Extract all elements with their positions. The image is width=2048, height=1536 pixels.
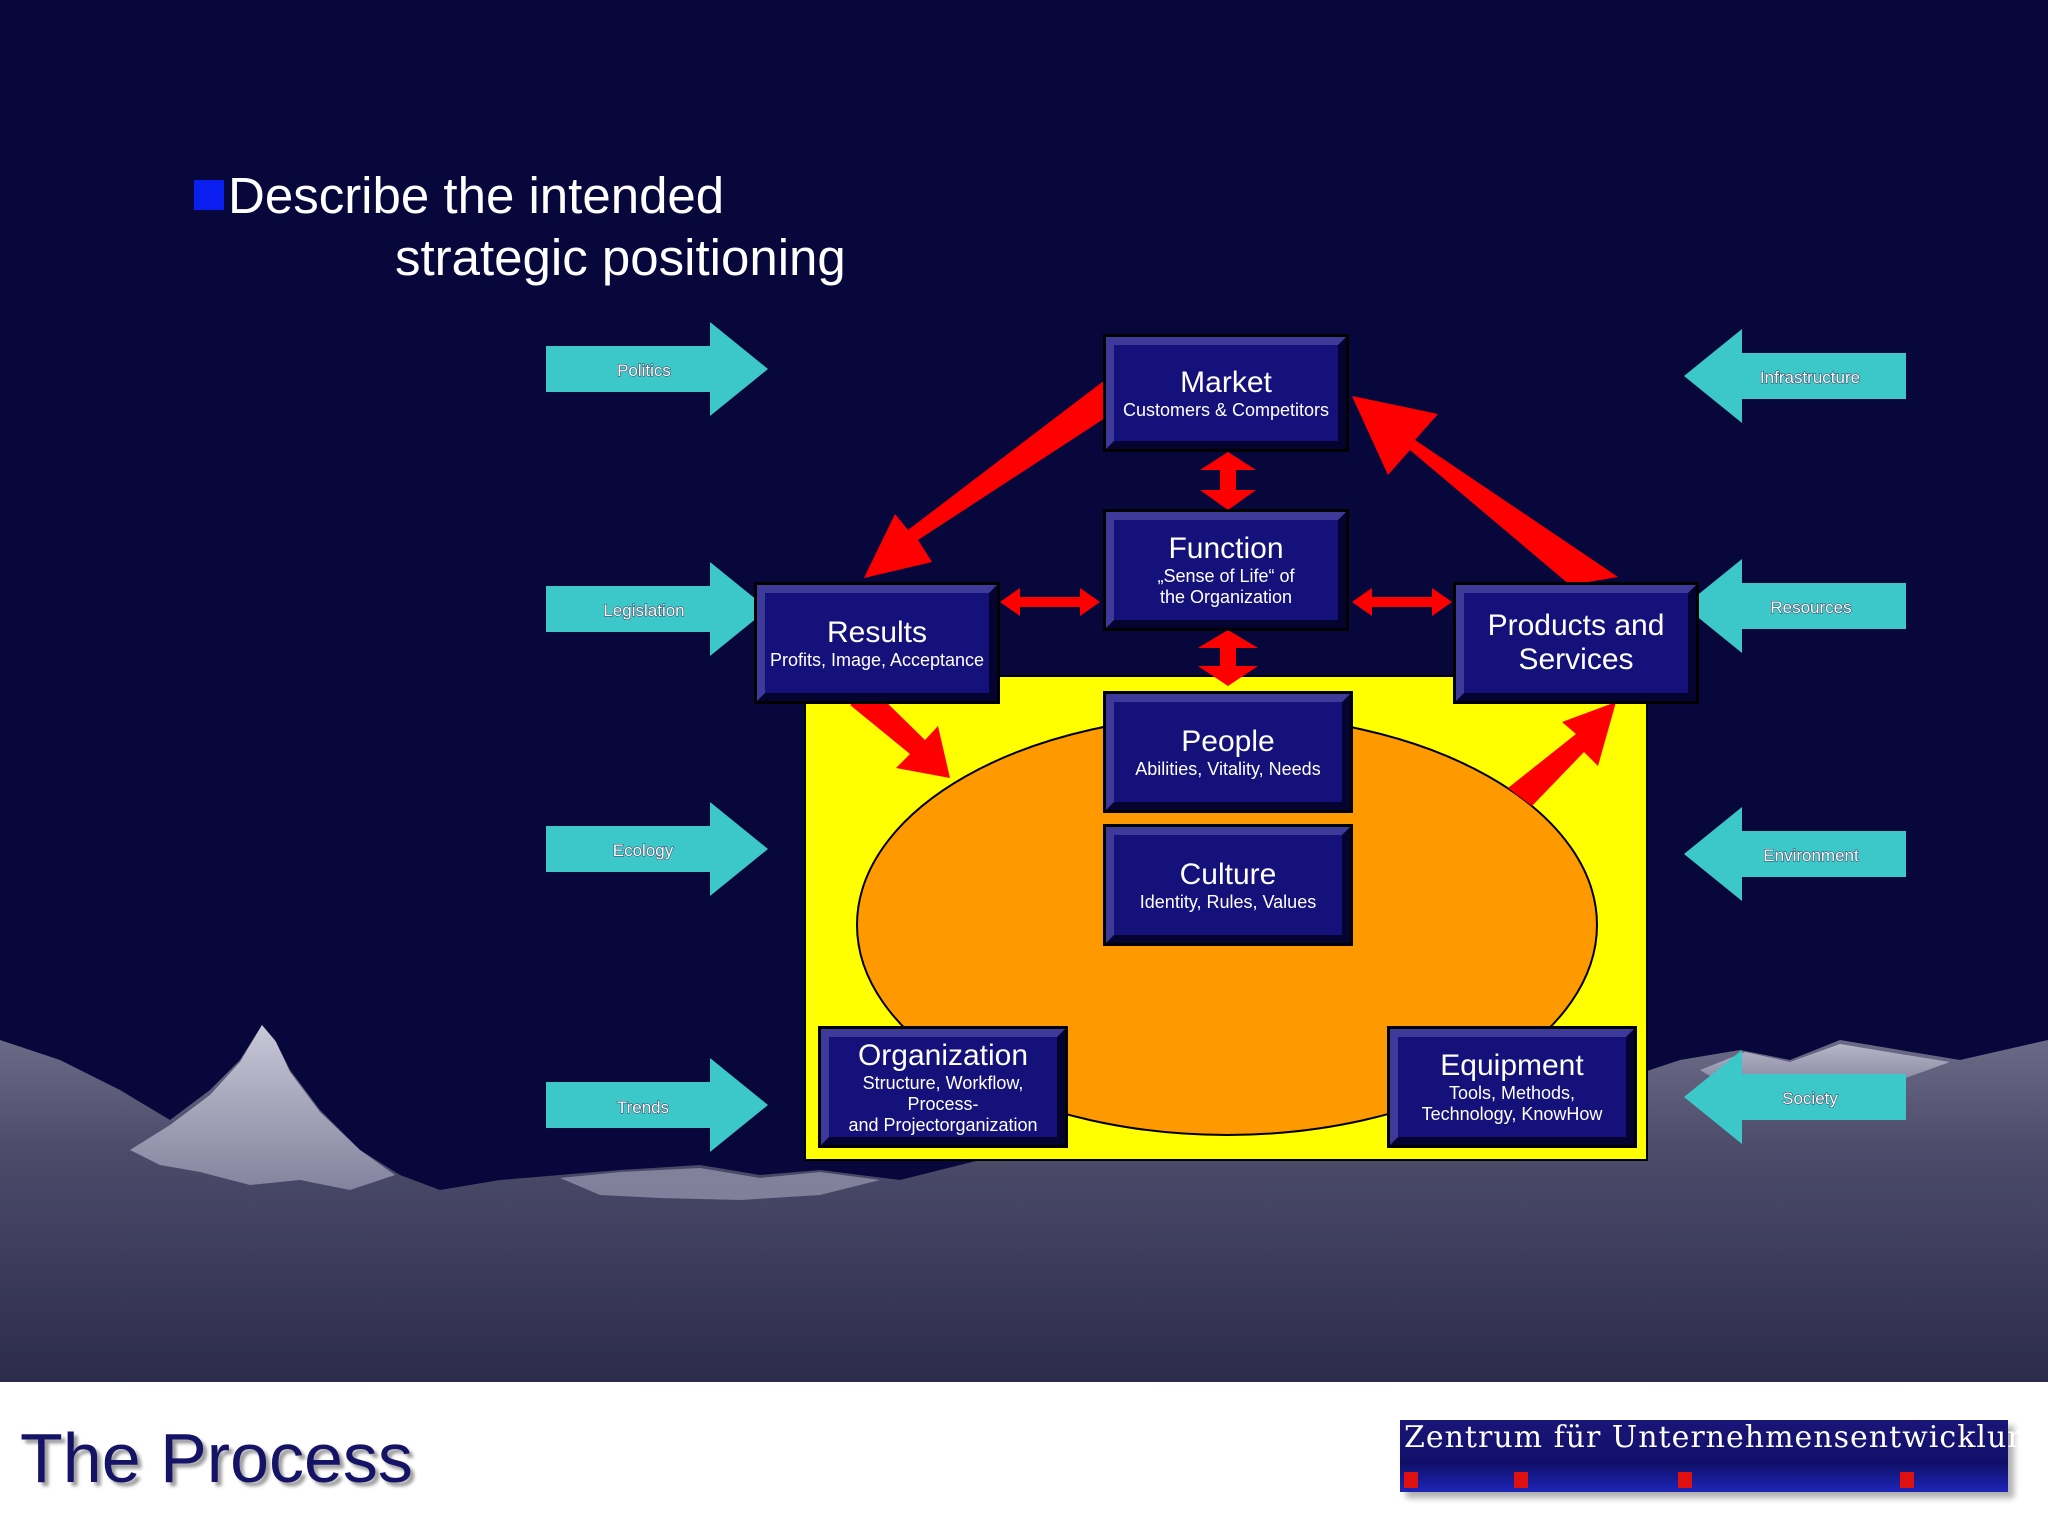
label-politics: Politics [617, 361, 671, 380]
logo-dot [1678, 1472, 1692, 1488]
red-arrows [850, 380, 1618, 806]
company-logo: Zentrum für Unternehmensentwicklung [1400, 1420, 2047, 1492]
influence-arrow-trends [546, 1058, 768, 1152]
box-market: Market Customers & Competitors [1103, 334, 1349, 452]
box-market-subtitle: Customers & Competitors [1122, 399, 1330, 420]
arrow-market-function [1200, 452, 1256, 510]
box-products-title-line-1: Products and [1487, 609, 1665, 642]
box-function: Function „Sense of Life“ of the Organiza… [1103, 509, 1349, 631]
influence-arrow-ecology [546, 802, 768, 896]
box-equipment-title: Equipment [1440, 1049, 1584, 1082]
arrow-core-to-products [1508, 702, 1616, 806]
label-ecology: Ecology [613, 841, 674, 860]
logo-text: Zentrum für Unternehmensentwicklung [1404, 1420, 2048, 1455]
arrow-market-to-results [864, 380, 1125, 578]
box-function-sub-line-2: the Organization [1159, 587, 1293, 607]
arrow-results-to-core [850, 690, 950, 778]
box-people-subtitle: Abilities, Vitality, Needs [1135, 758, 1321, 779]
box-organization-title: Organization [857, 1038, 1029, 1072]
right-influence-arrows [1684, 329, 1906, 1144]
box-function-title: Function [1168, 532, 1284, 565]
box-products-services: Products and Services [1453, 582, 1699, 704]
influence-arrow-society [1684, 1050, 1906, 1144]
box-results-subtitle: Profits, Image, Acceptance [769, 649, 985, 670]
label-legislation: Legislation [603, 601, 684, 620]
box-people: People Abilities, Vitality, Needs [1103, 691, 1353, 813]
label-environment: Environment [1763, 846, 1859, 865]
logo-dot [1514, 1472, 1528, 1488]
logo-dot [1900, 1472, 1914, 1488]
box-equipment-sub-line-1: Tools, Methods, [1448, 1083, 1576, 1103]
influence-arrow-environment [1684, 807, 1906, 901]
bullet-text-line-1: Describe the intended [228, 167, 725, 224]
box-culture-title: Culture [1179, 857, 1277, 891]
arrow-products-to-market [1352, 396, 1618, 585]
box-results: Results Profits, Image, Acceptance [754, 582, 1000, 704]
label-society: Society [1782, 1089, 1838, 1108]
box-market-title: Market [1180, 365, 1272, 399]
influence-arrow-politics [546, 322, 768, 416]
box-culture: Culture Identity, Rules, Values [1103, 824, 1353, 946]
bullet-square [194, 180, 224, 210]
box-organization-sub-line-2: and Projectorganization [848, 1114, 1038, 1135]
bullet-text-line-2: strategic positioning [395, 229, 846, 286]
box-equipment-sub-line-2: Technology, KnowHow [1421, 1104, 1603, 1124]
label-infrastructure: Infrastructure [1760, 368, 1860, 387]
footer-title: The Process [20, 1419, 413, 1497]
box-organization-sub-line-1: Structure, Workflow, Process- [862, 1072, 1024, 1114]
box-products-title-line-2: Services [1518, 643, 1634, 676]
label-resources: Resources [1770, 598, 1851, 617]
influence-arrow-infrastructure [1684, 329, 1906, 423]
slide-canvas: Describe the intended strategic position… [0, 167, 2048, 1382]
label-trends: Trends [617, 1098, 669, 1117]
arrow-results-function [1000, 588, 1100, 616]
positioning-diagram: Politics Legislation Ecology Trends Infr… [546, 322, 1906, 1161]
box-organization: Organization Structure, Workflow, Proces… [818, 1026, 1068, 1148]
box-results-title: Results [826, 615, 928, 649]
box-equipment: Equipment Tools, Methods, Technology, Kn… [1387, 1026, 1637, 1148]
box-culture-subtitle: Identity, Rules, Values [1139, 891, 1317, 912]
box-function-sub-line-1: „Sense of Life“ of [1157, 566, 1295, 586]
arrow-function-products [1352, 588, 1452, 616]
left-influence-arrows [546, 322, 768, 1152]
influence-arrow-resources [1684, 559, 1906, 653]
logo-dot [1404, 1472, 1418, 1488]
arrow-function-people [1198, 630, 1258, 686]
influence-arrow-legislation [546, 562, 768, 656]
box-people-title: People [1181, 724, 1275, 758]
